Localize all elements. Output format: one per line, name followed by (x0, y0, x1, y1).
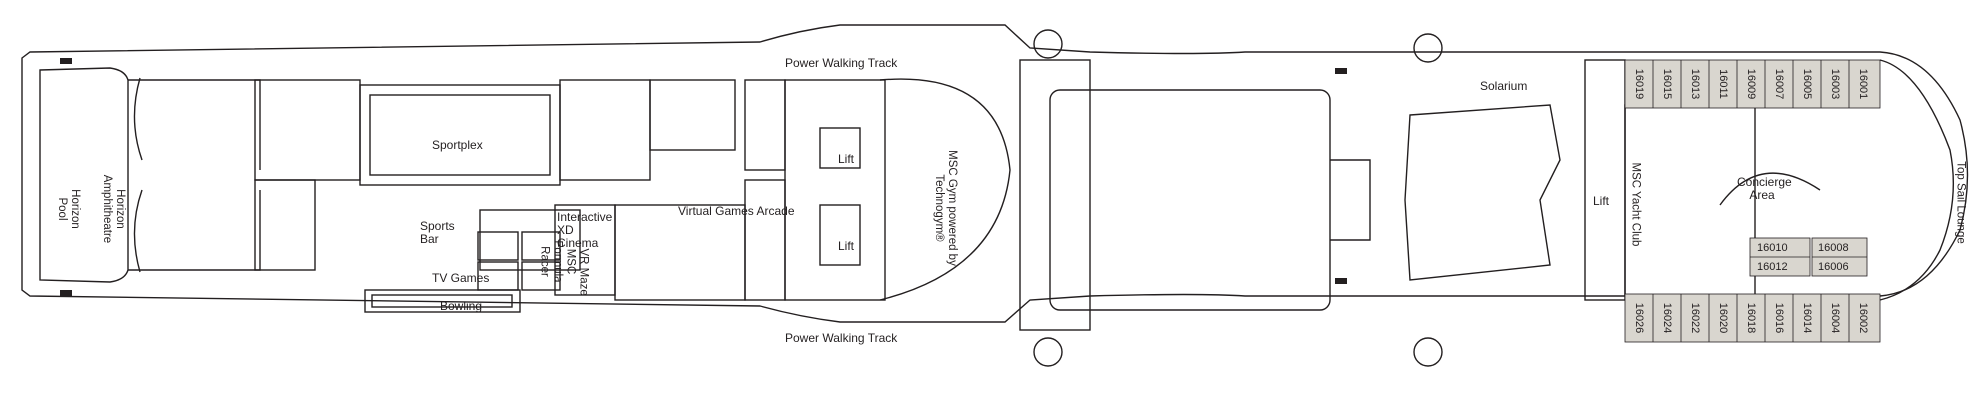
cabin-number[interactable]: 16008 (1818, 242, 1849, 254)
label-xd-cinema: Interactive XD Cinema (557, 210, 613, 250)
label-power-walking-top: Power Walking Track (785, 56, 898, 70)
label-top-sail: Top Sail Lounge (1954, 161, 1967, 244)
cabin-number[interactable]: 16002 (1857, 302, 1869, 334)
cabin-number[interactable]: 16019 (1633, 68, 1645, 100)
cabin-number[interactable]: 16024 (1661, 302, 1673, 334)
bowling-lane (364, 289, 521, 313)
cabin-number[interactable]: 16016 (1773, 302, 1785, 334)
sportplex-room (359, 84, 561, 186)
cabin-number[interactable]: 16003 (1829, 68, 1841, 100)
cabin-number[interactable]: 16013 (1689, 68, 1701, 100)
cabin-number[interactable]: 16009 (1745, 68, 1757, 100)
label-lift-3: Lift (1593, 194, 1610, 208)
cabin-number[interactable]: 16018 (1745, 302, 1757, 334)
cabin-number[interactable]: 16005 (1801, 68, 1813, 100)
label-sports-bar: Sports Bar (420, 219, 455, 246)
cabin-number[interactable]: 16022 (1689, 302, 1701, 334)
label-vr-maze: VR Maze (577, 248, 590, 296)
amphitheatre-curve (133, 77, 143, 273)
cabin-number[interactable]: 16015 (1661, 68, 1673, 100)
cabin-number[interactable]: 16010 (1757, 242, 1788, 254)
label-virtual-games: Virtual Games Arcade (678, 204, 795, 218)
label-lift-2: Lift (838, 239, 855, 253)
label-concierge: Concierge Area (1737, 175, 1792, 202)
cabin-row-top (1624, 59, 1881, 109)
label-gym: MSC Gym powered by Technogym® (933, 150, 958, 266)
pool-area (1019, 59, 1091, 331)
label-solarium: Solarium (1480, 79, 1528, 93)
cabin-number[interactable]: 16001 (1857, 68, 1869, 100)
cabin-number[interactable]: 16004 (1829, 302, 1841, 334)
label-sportplex: Sportplex (432, 138, 483, 152)
cabin-number[interactable]: 16006 (1818, 261, 1849, 273)
cabin-number[interactable]: 16012 (1757, 261, 1788, 273)
label-lift-1: Lift (838, 152, 855, 166)
top-sail-lounge-outline (1879, 59, 1955, 301)
cabin-number[interactable]: 16014 (1801, 302, 1813, 334)
label-tv-games: TV Games (432, 271, 490, 285)
label-bowling: Bowling (440, 299, 483, 313)
gym-outline (879, 78, 1011, 301)
cabin-number[interactable]: 16026 (1633, 302, 1645, 334)
cabin-number[interactable]: 16011 (1717, 69, 1729, 99)
cabin-row-bottom (1624, 293, 1881, 343)
solarium-area (1404, 104, 1561, 281)
label-yacht-club: MSC Yacht Club (1629, 162, 1642, 247)
cabin-number[interactable]: 16020 (1717, 302, 1729, 334)
label-horizon-pool: Horizon Pool (56, 189, 81, 229)
label-power-walking-bottom: Power Walking Track (785, 331, 898, 345)
cabin-number[interactable]: 16007 (1773, 68, 1785, 100)
label-horizon-amphitheatre: Horizon Amphitheatre (101, 174, 126, 244)
